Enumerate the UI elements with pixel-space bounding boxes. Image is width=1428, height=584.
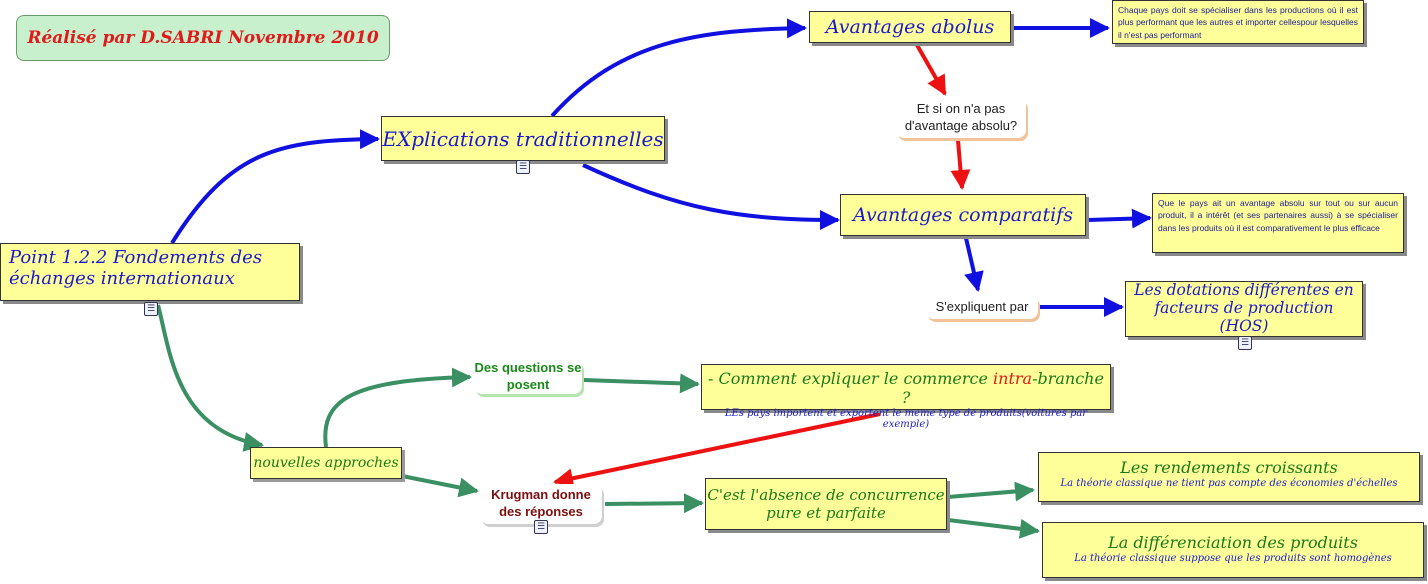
questions-label: Des questions se posent	[474, 360, 582, 394]
edge-question-comparative	[950, 139, 971, 190]
rendements-label: Les rendements croissants	[1120, 458, 1338, 477]
comparative-node[interactable]: Avantages comparatifs	[840, 194, 1086, 236]
note-icon[interactable]: ☰	[516, 160, 530, 174]
traditional-label: EXplications traditionnelles	[382, 126, 664, 151]
intra-node[interactable]: - Comment expliquer le commerce intra-br…	[701, 364, 1111, 430]
edge-intra-krugman	[553, 412, 881, 489]
rendements-node[interactable]: Les rendements croissants La théorie cla…	[1038, 452, 1420, 502]
absolute-node[interactable]: Avantages abolus	[809, 11, 1011, 43]
comparative-label: Avantages comparatifs	[853, 204, 1073, 226]
krugman-text: Krugman donne des réponses	[491, 487, 591, 519]
edge-absence-differenciation	[947, 518, 1040, 539]
new-node[interactable]: nouvelles approches	[250, 447, 402, 479]
intra-post: -branche ?	[901, 369, 1104, 407]
hos-label: Les dotations différentes en facteurs de…	[1134, 281, 1354, 335]
absolute-label: Avantages abolus	[825, 16, 995, 38]
edge-root-traditional	[170, 129, 380, 245]
explained-by-text: S'expliquent par	[935, 298, 1029, 314]
note-icon[interactable]: ☰	[144, 302, 158, 316]
edge-comparative-note	[1087, 208, 1152, 229]
absence-node[interactable]: C'est l'absence de concurrence pure et p…	[705, 478, 947, 530]
intra-word: intra	[993, 369, 1033, 388]
edge-root-new	[156, 304, 264, 452]
credit-text: Réalisé par D.SABRI Novembre 2010	[27, 28, 379, 48]
root-label: Point 1.2.2 Fondements des échanges inte…	[9, 247, 263, 289]
hos-node[interactable]: Les dotations différentes en facteurs de…	[1125, 281, 1363, 337]
krugman-label: Krugman donne des réponses	[480, 484, 602, 524]
new-label: nouvelles approches	[253, 455, 399, 471]
root-node[interactable]: Point 1.2.2 Fondements des échanges inte…	[0, 243, 300, 301]
absence-label: C'est l'absence de concurrence pure et p…	[707, 486, 945, 522]
note-icon[interactable]: ☰	[1238, 336, 1252, 350]
question-text: Et si on n'a pas d'avantage absolu?	[904, 101, 1018, 133]
absolute-note-box: Chaque pays doit se spécialiser dans les…	[1112, 0, 1364, 44]
edge-krugman-absence	[604, 493, 704, 514]
intra-sub: LEs pays importent et exportent le meme …	[724, 408, 1088, 430]
edge-new-krugman	[401, 474, 479, 498]
edge-traditional-absolute	[550, 18, 807, 118]
question-label: Et si on n'a pas d'avantage absolu?	[896, 98, 1026, 138]
differenciation-label: La différenciation des produits	[1108, 533, 1358, 552]
comparative-note-box: Que le pays ait un avantage absolu sur t…	[1152, 193, 1404, 253]
explained-by-label: S'expliquent par	[926, 295, 1038, 319]
edge-comparative-explained	[964, 237, 984, 292]
edge-absolute-question	[915, 44, 947, 96]
differenciation-sub: La théorie classique suppose que les pro…	[1074, 553, 1392, 564]
rendements-sub: La théorie classique ne tient pas compte…	[1060, 478, 1398, 489]
intra-pre: - Comment expliquer le commerce	[708, 369, 994, 388]
differenciation-node[interactable]: La différenciation des produits La théor…	[1042, 522, 1424, 578]
traditional-node[interactable]: EXplications traditionnelles	[381, 116, 665, 161]
comparative-note-text: Que le pays ait un avantage absolu sur t…	[1158, 198, 1398, 233]
credit-box: Réalisé par D.SABRI Novembre 2010	[16, 15, 390, 61]
edge-new-questions	[323, 367, 472, 448]
absolute-note-text: Chaque pays doit se spécialiser dans les…	[1118, 5, 1358, 40]
edge-absence-rendements	[947, 481, 1035, 502]
edge-questions-intra	[583, 373, 700, 394]
note-icon[interactable]: ☰	[534, 520, 548, 534]
questions-text: Des questions se posent	[474, 360, 582, 392]
edge-traditional-comparative	[582, 163, 840, 230]
